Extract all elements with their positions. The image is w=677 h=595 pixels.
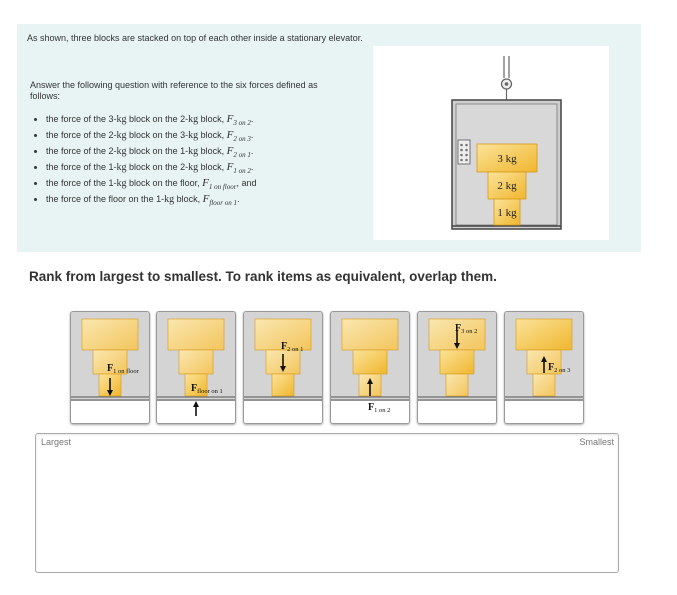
force-definition: the force of the floor on the 1-kg block… — [46, 193, 256, 209]
block-2kg-label: 2 kg — [497, 180, 517, 192]
block-1kg-label: 1 kg — [497, 207, 517, 219]
block-3kg — [476, 143, 538, 173]
force-definition: the force of the 2-kg block on the 3-kg … — [46, 129, 256, 145]
intro-panel: As shown, three blocks are stacked on to… — [17, 24, 641, 252]
force-definition: the force of the 1-kg block on the 2-kg … — [46, 161, 256, 177]
question-text: Answer the following question with refer… — [30, 80, 318, 101]
svg-text:F3 on 2: F3 on 2 — [455, 323, 477, 335]
rank-tile[interactable]: F1 on 2 — [330, 311, 410, 424]
force-definition: the force of the 2-kg block on the 1-kg … — [46, 145, 256, 161]
svg-text:F1 on floor: F1 on floor — [107, 363, 140, 375]
block-1kg — [493, 198, 521, 226]
smallest-label: Smallest — [579, 437, 614, 447]
rank-tile[interactable]: F3 on 2 — [417, 311, 497, 424]
force-definition: the force of the 1-kg block on the floor… — [46, 177, 256, 193]
largest-label: Largest — [41, 437, 72, 447]
rank-tile[interactable]: F2 on 3 — [504, 311, 584, 424]
block-3kg-label: 3 kg — [497, 153, 517, 165]
svg-text:Ffloor on 1: Ffloor on 1 — [191, 383, 223, 395]
force-definition: the force of the 3-kg block on the 2-kg … — [46, 113, 256, 129]
rank-tile[interactable]: Ffloor on 1 — [156, 311, 236, 424]
svg-text:F2 on 3: F2 on 3 — [548, 362, 570, 374]
force-list: the force of the 3-kg block on the 2-kg … — [30, 113, 256, 210]
rank-instructions: Rank from largest to smallest. To rank i… — [29, 269, 497, 284]
svg-text:F2 on 1: F2 on 1 — [281, 341, 303, 353]
rank-tile[interactable]: F1 on floor — [70, 311, 150, 424]
svg-text:F1 on 2: F1 on 2 — [368, 402, 390, 414]
elevator-figure: 3 kg 2 kg 1 kg — [373, 46, 609, 240]
ranking-drop-zone[interactable]: Largest Smallest — [35, 433, 619, 573]
intro-text: As shown, three blocks are stacked on to… — [27, 33, 363, 43]
rank-tile[interactable]: F2 on 1 — [243, 311, 323, 424]
